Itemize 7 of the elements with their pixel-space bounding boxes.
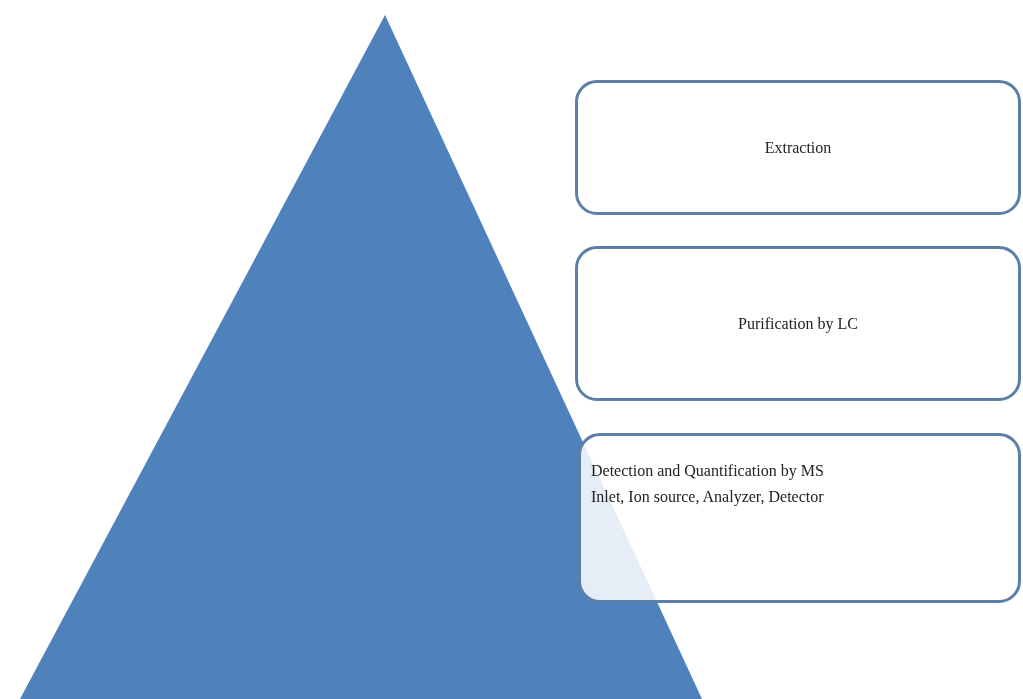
step-label: Purification by LC	[738, 313, 858, 335]
step-label: Inlet, Ion source, Analyzer, Detector	[591, 487, 824, 508]
step-box	[575, 246, 1021, 401]
step-label: Extraction	[764, 137, 832, 158]
step-label: Detection and Quantification by MS	[591, 461, 824, 482]
step-box	[578, 433, 1021, 603]
step-box	[575, 80, 1021, 215]
